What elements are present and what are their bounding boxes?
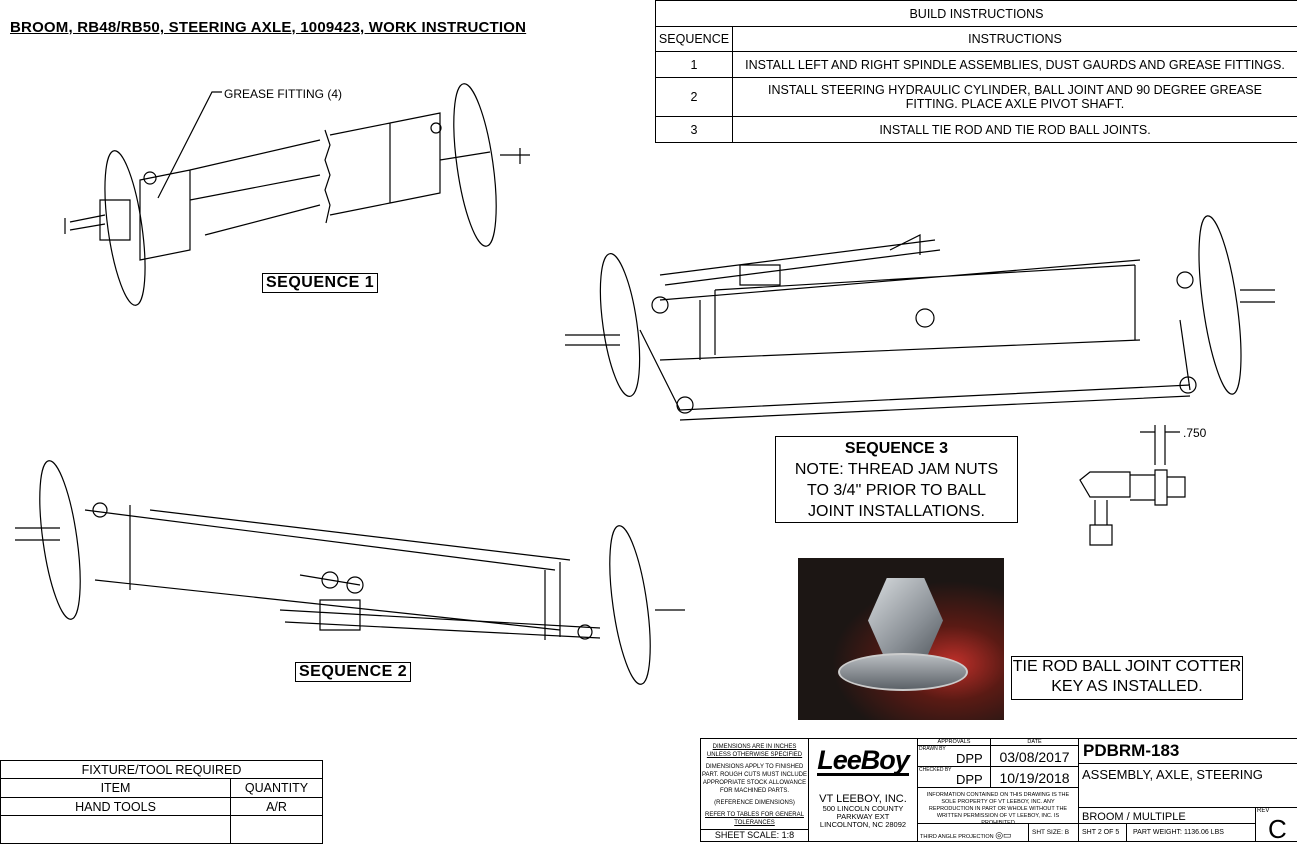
- sequence3-note-text: NOTE: THREAD JAM NUTS TO 3/4" PRIOR TO B…: [790, 459, 1003, 522]
- note: DIMENSIONS APPLY TO FINISHED PART. ROUGH…: [701, 763, 808, 795]
- drawn-by: DPP: [956, 751, 983, 766]
- label: DRAWN BY: [919, 746, 946, 752]
- part-number: PDBRM-183: [1078, 738, 1297, 764]
- sequence3-note: SEQUENCE 3 NOTE: THREAD JAM NUTS TO 3/4"…: [775, 436, 1018, 523]
- sequence3-title: SEQUENCE 3: [790, 438, 1003, 459]
- sequence2-drawing: [15, 458, 685, 686]
- part-description: ASSEMBLY, AXLE, STEERING: [1078, 763, 1297, 808]
- projection-symbol-icon: ◎▭: [995, 830, 1011, 840]
- proprietary-notice: INFORMATION CONTAINED ON THIS DRAWING IS…: [917, 787, 1079, 824]
- note: DIMENSIONS ARE IN INCHES UNLESS OTHERWIS…: [701, 743, 808, 759]
- revision-cell: REV C: [1255, 807, 1297, 842]
- checked-date: 10/19/2018: [990, 766, 1079, 788]
- notes-cell: DIMENSIONS ARE IN INCHES UNLESS OTHERWIS…: [700, 738, 809, 842]
- header-item: ITEM: [1, 779, 231, 798]
- company-address: 500 LINCOLN COUNTY PARKWAY EXT LINCOLNTO…: [809, 805, 917, 829]
- table-title: FIXTURE/TOOL REQUIRED: [1, 761, 323, 779]
- tie-rod-detail-drawing: [1080, 425, 1185, 545]
- company-cell: LeeBoy VT LEEBOY, INC. 500 LINCOLN COUNT…: [808, 738, 918, 842]
- checked-by: DPP: [956, 772, 983, 787]
- leeboy-logo: LeeBoy: [817, 747, 909, 776]
- projection-cell: THIRD ANGLE PROJECTION ◎▭: [917, 823, 1029, 842]
- table-row: [1, 816, 323, 844]
- sheet-number: SHT 2 OF 5: [1078, 823, 1127, 842]
- cotter-key-photo: [798, 558, 1004, 720]
- note: (REFERENCE DIMENSIONS): [701, 799, 808, 807]
- part-weight: PART WEIGHT: 1136.06 LBS: [1126, 823, 1256, 842]
- note: REFER TO TABLES FOR GENERAL TOLERANCES: [701, 811, 808, 827]
- dimension-label: .750: [1183, 426, 1206, 440]
- grease-fitting-callout: GREASE FITTING (4): [224, 87, 342, 101]
- header-quantity: QUANTITY: [231, 779, 323, 798]
- qty-cell: A/R: [231, 798, 323, 816]
- drawn-date: 03/08/2017: [990, 745, 1079, 767]
- sequence3-drawing: [565, 214, 1275, 420]
- revision: C: [1268, 816, 1287, 842]
- photo-caption: TIE ROD BALL JOINT COTTER KEY AS INSTALL…: [1011, 656, 1243, 700]
- item-cell: HAND TOOLS: [1, 798, 231, 816]
- projection-label: THIRD ANGLE PROJECTION: [920, 834, 994, 840]
- checked-by-cell: CHECKED BY DPP: [917, 766, 991, 788]
- sheet-scale: SHEET SCALE: 1:8: [700, 829, 809, 842]
- sequence2-label: SEQUENCE 2: [295, 662, 411, 682]
- sheet-size: SHT SIZE: B: [1028, 823, 1079, 842]
- label: CHECKED BY: [919, 767, 952, 773]
- drawn-by-cell: DRAWN BY DPP: [917, 745, 991, 767]
- model: BROOM / MULTIPLE: [1078, 807, 1256, 824]
- sequence1-label: SEQUENCE 1: [262, 273, 378, 293]
